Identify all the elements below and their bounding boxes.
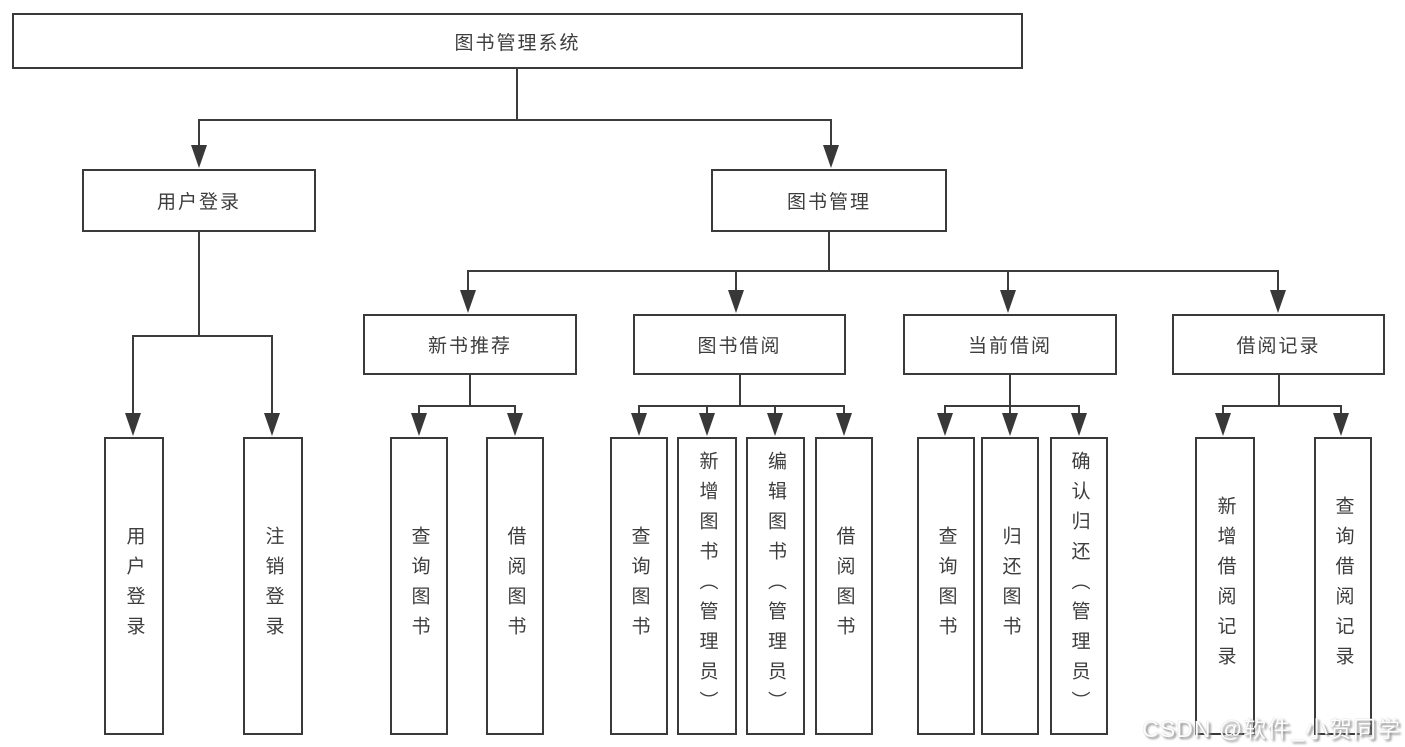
connector-line	[1222, 405, 1342, 407]
connector-line	[1222, 405, 1224, 416]
leaf-records-query-record: 查询借阅记录	[1314, 437, 1372, 735]
node-book-borrow: 图书借阅	[633, 314, 846, 375]
connector-line	[1078, 405, 1080, 416]
connector-line	[469, 375, 471, 407]
arrow-down-icon	[728, 290, 744, 313]
connector-line	[271, 335, 273, 416]
leaf-logout: 注销登录	[243, 437, 303, 735]
node-book-management: 图书管理	[711, 169, 947, 232]
node-user-login: 用户登录	[82, 169, 316, 232]
arrow-down-icon	[823, 145, 839, 168]
leaf-rec-query-books: 查询图书	[390, 437, 448, 735]
connector-line	[1340, 405, 1342, 416]
connector-line	[516, 68, 518, 120]
arrow-down-icon	[1000, 290, 1016, 313]
connector-line	[944, 405, 1080, 407]
arrow-down-icon	[767, 413, 783, 436]
arrow-down-icon	[264, 413, 280, 436]
arrow-down-icon	[411, 413, 427, 436]
arrow-down-icon	[836, 413, 852, 436]
csdn-watermark: CSDN @软件_小贺同学	[1142, 716, 1401, 742]
connector-line	[198, 119, 832, 121]
connector-line	[418, 405, 420, 416]
connector-line	[467, 270, 469, 293]
leaf-records-add-record: 新增借阅记录	[1195, 437, 1255, 735]
arrow-down-icon	[125, 413, 141, 436]
connector-line	[830, 119, 832, 149]
connector-line	[1277, 270, 1279, 293]
node-library-management-system: 图书管理系统	[12, 13, 1023, 69]
connector-line	[735, 270, 737, 293]
connector-line	[944, 405, 946, 416]
connector-line	[843, 405, 845, 416]
leaf-borrow-borrow-books: 借阅图书	[815, 437, 873, 735]
connector-line	[828, 232, 830, 272]
leaf-rec-borrow-books: 借阅图书	[486, 437, 544, 735]
leaf-user-login: 用户登录	[104, 437, 164, 735]
arrow-down-icon	[191, 145, 207, 168]
leaf-current-return-books: 归还图书	[981, 437, 1039, 735]
leaf-borrow-query-books: 查询图书	[610, 437, 668, 735]
arrow-down-icon	[507, 413, 523, 436]
arrow-down-icon	[1215, 413, 1231, 436]
connector-line	[132, 335, 134, 416]
connector-line	[467, 270, 1279, 272]
connector-line	[1009, 405, 1011, 416]
connector-line	[774, 405, 776, 416]
connector-line	[706, 405, 708, 416]
connector-line	[132, 335, 273, 337]
connector-line	[198, 119, 200, 149]
arrow-down-icon	[699, 413, 715, 436]
connector-line	[418, 405, 516, 407]
leaf-current-confirm-return-admin: 确认归还（管理员）	[1050, 437, 1108, 735]
arrow-down-icon	[1002, 413, 1018, 436]
node-new-book-recommend: 新书推荐	[363, 314, 577, 375]
arrow-down-icon	[937, 413, 953, 436]
arrow-down-icon	[1333, 413, 1349, 436]
arrow-down-icon	[460, 290, 476, 313]
leaf-current-query-books: 查询图书	[917, 437, 975, 735]
leaf-borrow-edit-books-admin: 编辑图书（管理员）	[746, 437, 805, 735]
arrow-down-icon	[1071, 413, 1087, 436]
connector-line	[739, 375, 741, 407]
connector-line	[1009, 375, 1011, 407]
leaf-borrow-add-books-admin: 新增图书（管理员）	[677, 437, 737, 735]
arrow-down-icon	[1270, 290, 1286, 313]
connector-line	[638, 405, 640, 416]
connector-line	[198, 232, 200, 337]
connector-line	[638, 405, 845, 407]
connector-line	[1007, 270, 1009, 293]
node-current-borrow: 当前借阅	[903, 314, 1117, 375]
connector-line	[514, 405, 516, 416]
node-borrow-records: 借阅记录	[1172, 314, 1385, 375]
arrow-down-icon	[631, 413, 647, 436]
connector-line	[1278, 375, 1280, 407]
